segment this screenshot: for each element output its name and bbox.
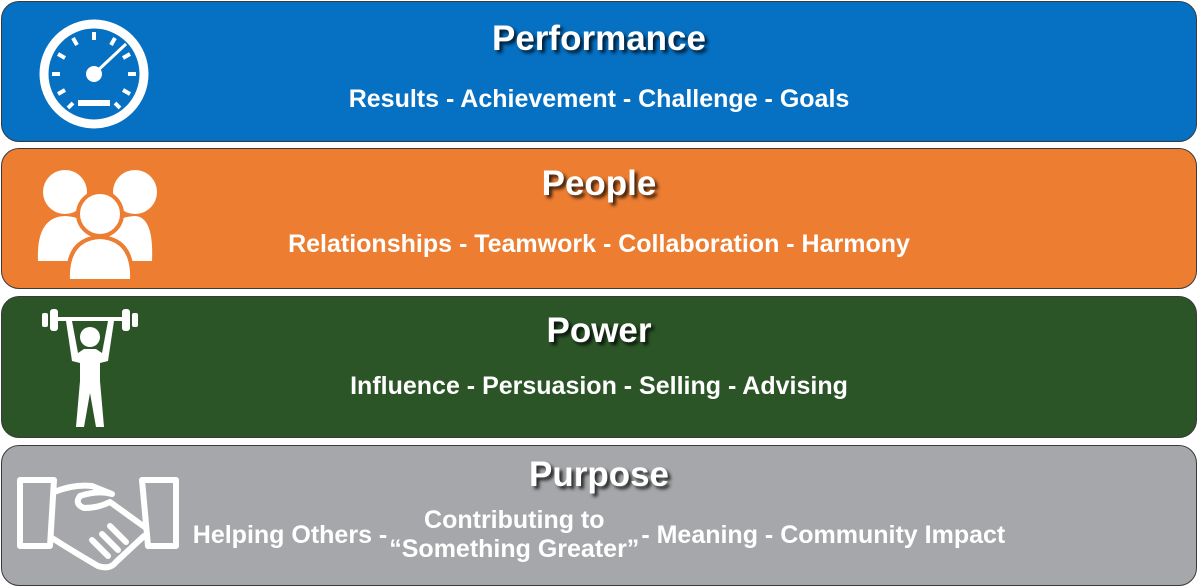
performance-panel: Performance Results - Achievement - Chal…	[1, 1, 1197, 142]
power-panel: Power Influence - Persuasion - Selling -…	[1, 296, 1197, 438]
handshake-icon	[17, 477, 179, 571]
people-group-icon	[37, 170, 157, 281]
panel-title: People	[541, 164, 657, 203]
panel-subtitle: Relationships - Teamwork - Collaboration…	[288, 230, 910, 258]
people-panel: People Relationships - Teamwork - Collab…	[1, 148, 1197, 289]
panel-title: Power	[546, 311, 652, 350]
subtitle-middle: Contributing to “Something Greater”	[389, 506, 639, 564]
speedometer-icon	[39, 19, 149, 129]
subtitle-left: Helping Others -	[192, 520, 388, 549]
subtitle-middle-line2: “Something Greater”	[389, 535, 640, 563]
panel-title: Purpose	[528, 455, 670, 494]
purpose-panel: Purpose Helping Others - Contributing to…	[1, 445, 1197, 586]
panel-subtitle: Results - Achievement - Challenge - Goal…	[348, 85, 850, 113]
panel-title: Performance	[492, 19, 706, 58]
subtitle-right: - Meaning - Community Impact	[641, 520, 1006, 549]
panel-subtitle: Helping Others - Contributing to “Someth…	[2, 506, 1196, 564]
subtitle-middle-line1: Contributing to	[424, 506, 605, 534]
weightlifter-icon	[42, 309, 138, 427]
panel-subtitle: Influence - Persuasion - Selling - Advis…	[350, 372, 848, 400]
